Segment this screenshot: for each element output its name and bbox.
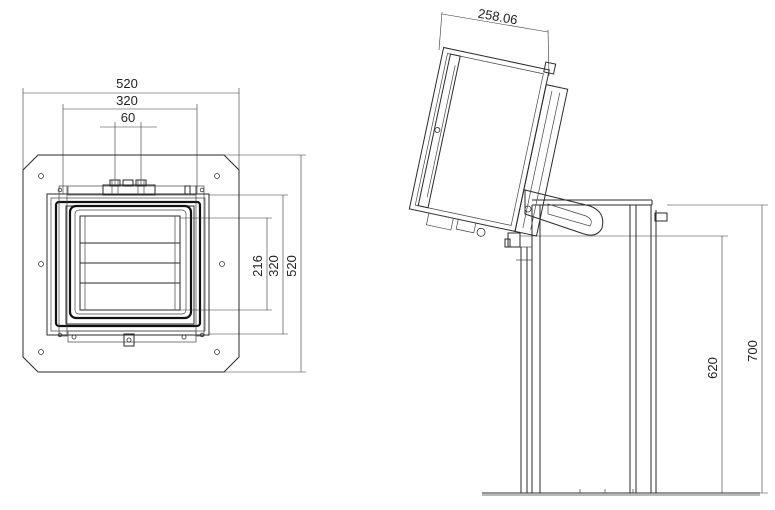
dim-total-height-label: 700: [745, 340, 760, 362]
dim-port-spacing-label: 60: [121, 110, 135, 125]
dim-overall-width: 520: [22, 76, 240, 170]
dim-inner-width: 320: [62, 93, 198, 194]
dim-tilt-depth-label: 258.06: [477, 6, 519, 28]
dim-inner-height-label: 320: [266, 255, 281, 277]
handle-bracket: [524, 189, 604, 236]
dim-overall-width-label: 520: [116, 76, 138, 91]
dim-overall-height-label: 520: [284, 255, 299, 277]
tilted-unit: [408, 46, 569, 237]
dim-total-height: 700: [667, 204, 768, 494]
drain-outlet: [123, 333, 135, 347]
device-frame: [46, 193, 210, 336]
dim-overall-height: 520: [224, 154, 306, 373]
side-view: 258.06 620 700: [408, 6, 768, 496]
cable-ports: [102, 179, 156, 196]
dim-mount-height: 620: [520, 235, 728, 494]
dim-port-spacing: 60: [100, 110, 157, 185]
grille-louvres: [79, 215, 181, 311]
dim-tilt-depth: 258.06: [438, 6, 550, 77]
dim-mount-height-label: 620: [705, 357, 720, 379]
dim-grille-height: 216: [180, 217, 272, 311]
front-view: 520 320 60 216 320: [22, 76, 306, 373]
dim-inner-width-label: 320: [116, 93, 138, 108]
dim-grille-height-label: 216: [250, 255, 265, 277]
pedestal: [516, 199, 657, 493]
dim-inner-height: 320: [209, 194, 288, 335]
